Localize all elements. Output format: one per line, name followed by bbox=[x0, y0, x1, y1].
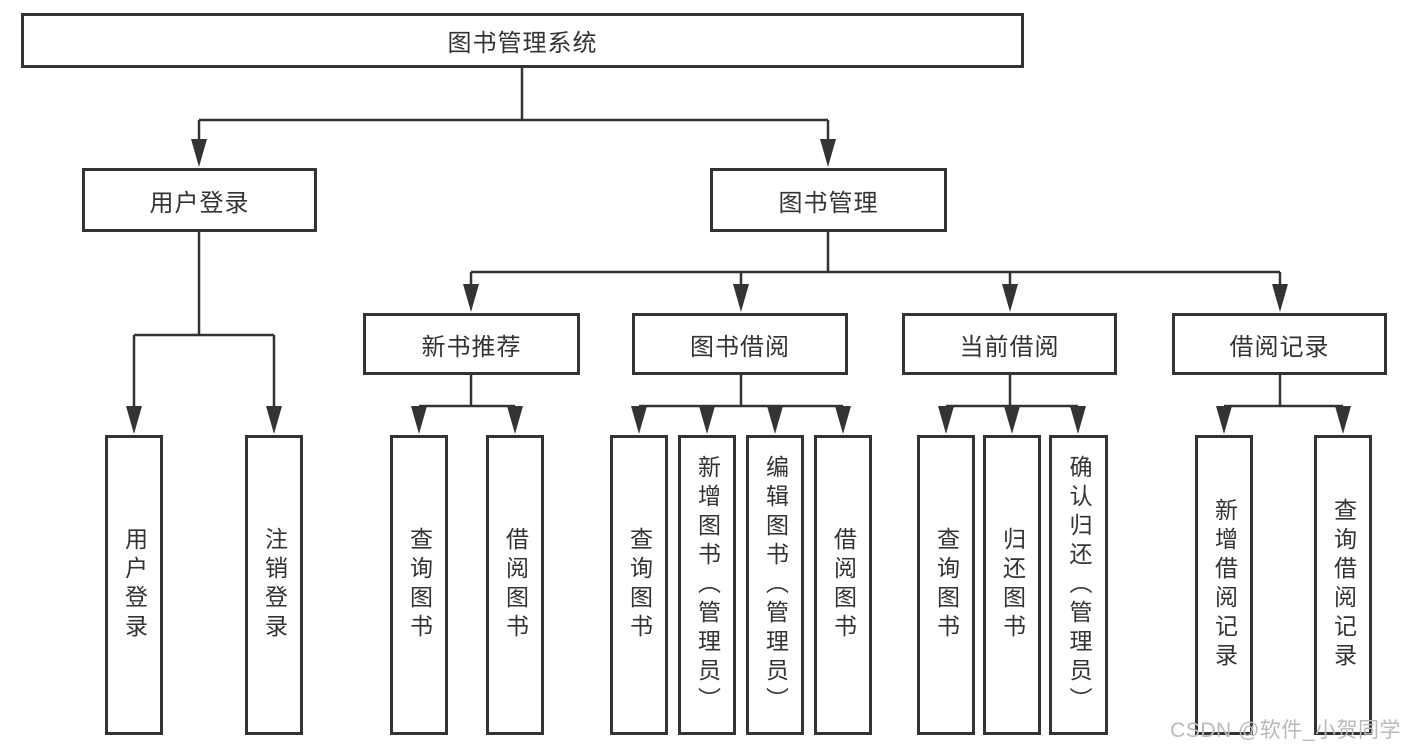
node-current-borrow-label: 当前借阅 bbox=[959, 333, 1060, 361]
leaf-logout-label: 注销登录 bbox=[261, 527, 288, 643]
leaf-query-borrow-record: 查询借阅记录 bbox=[1314, 435, 1372, 735]
node-new-book-recommend-label: 新书推荐 bbox=[421, 333, 522, 361]
leaf-add-book-admin: 新增图书（管理员） bbox=[678, 435, 736, 735]
leaf-borrow-books-label: 借阅图书 bbox=[830, 527, 857, 643]
csdn-watermark: CSDN @软件_小贺同学 bbox=[1170, 719, 1401, 742]
node-book-management: 图书管理 bbox=[710, 168, 947, 232]
leaf-confirm-return-admin-label: 确认归还（管理员） bbox=[1066, 454, 1092, 716]
leaf-edit-book-admin: 编辑图书（管理员） bbox=[746, 435, 804, 735]
leaf-confirm-return-admin: 确认归还（管理员） bbox=[1049, 435, 1108, 735]
leaf-query-books-recommend-label: 查询图书 bbox=[406, 527, 433, 643]
leaf-add-borrow-record-label: 新增借阅记录 bbox=[1211, 498, 1238, 672]
node-root-label: 图书管理系统 bbox=[447, 30, 598, 57]
node-current-borrow: 当前借阅 bbox=[902, 313, 1117, 375]
leaf-borrow-books: 借阅图书 bbox=[814, 435, 872, 735]
leaf-query-books-borrow-label: 查询图书 bbox=[626, 527, 653, 643]
node-root: 图书管理系统 bbox=[21, 13, 1024, 68]
arrowheads bbox=[126, 139, 1351, 434]
node-new-book-recommend: 新书推荐 bbox=[363, 313, 580, 375]
leaf-return-book: 归还图书 bbox=[983, 435, 1041, 735]
leaf-logout: 注销登录 bbox=[245, 435, 303, 735]
leaf-edit-book-admin-label: 编辑图书（管理员） bbox=[762, 454, 789, 716]
node-book-management-label: 图书管理 bbox=[778, 189, 879, 217]
leaf-borrow-books-recommend: 借阅图书 bbox=[486, 435, 544, 735]
leaf-query-books-recommend: 查询图书 bbox=[390, 435, 448, 735]
leaf-return-book-label: 归还图书 bbox=[999, 527, 1026, 643]
node-borrow-records: 借阅记录 bbox=[1172, 313, 1387, 375]
node-book-borrow-label: 图书借阅 bbox=[690, 333, 790, 361]
leaf-query-books-current: 查询图书 bbox=[917, 435, 975, 735]
node-book-borrow: 图书借阅 bbox=[632, 313, 848, 375]
leaf-user-login: 用户登录 bbox=[105, 435, 163, 735]
leaf-query-borrow-record-label: 查询借阅记录 bbox=[1330, 498, 1357, 672]
node-user-login-label: 用户登录 bbox=[149, 189, 250, 217]
node-user-login: 用户登录 bbox=[82, 168, 317, 232]
leaf-user-login-label: 用户登录 bbox=[121, 527, 148, 643]
node-borrow-records-label: 借阅记录 bbox=[1229, 333, 1330, 361]
leaf-add-borrow-record: 新增借阅记录 bbox=[1195, 435, 1253, 735]
leaf-query-books-borrow: 查询图书 bbox=[610, 435, 668, 735]
leaf-borrow-books-recommend-label: 借阅图书 bbox=[502, 527, 529, 643]
leaf-add-book-admin-label: 新增图书（管理员） bbox=[694, 454, 721, 716]
leaf-query-books-current-label: 查询图书 bbox=[933, 527, 960, 643]
